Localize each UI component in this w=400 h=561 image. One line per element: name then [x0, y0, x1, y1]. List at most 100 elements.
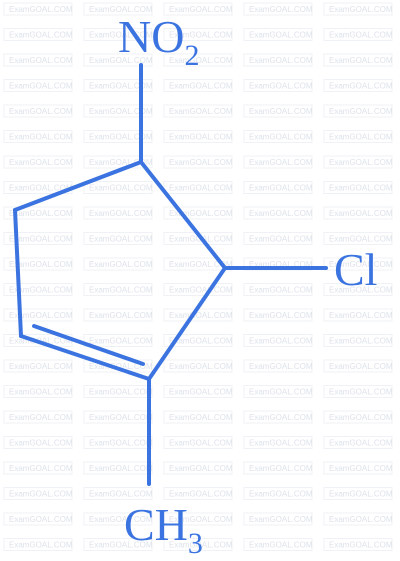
watermark-text: ExamGOAL.COM — [249, 5, 313, 14]
watermark-text: ExamGOAL.COM — [329, 158, 393, 167]
watermark-tile — [323, 436, 393, 449]
watermark-text: ExamGOAL.COM — [9, 133, 73, 142]
watermark-text: ExamGOAL.COM — [169, 107, 233, 116]
watermark-tile — [83, 206, 153, 220]
nitro-main: NO — [118, 11, 184, 62]
watermark-tile — [3, 28, 73, 41]
watermark-tile — [323, 232, 393, 245]
watermark-text: ExamGOAL.COM — [249, 184, 313, 193]
bond-c1-c2 — [139, 160, 227, 270]
watermark-text: ExamGOAL.COM — [329, 337, 393, 346]
watermark-text: ExamGOAL.COM — [9, 490, 73, 499]
watermark-text: ExamGOAL.COM — [89, 541, 153, 550]
watermark-tile — [3, 232, 73, 245]
watermark-tile — [323, 283, 393, 296]
watermark-text: ExamGOAL.COM — [9, 515, 73, 524]
watermark-tile — [3, 487, 73, 500]
watermark-tile — [83, 79, 153, 92]
watermark-text: ExamGOAL.COM — [89, 5, 153, 14]
watermark-tile — [243, 308, 313, 322]
watermark-text: ExamGOAL.COM — [89, 439, 153, 448]
watermark-text: ExamGOAL.COM — [9, 82, 73, 91]
watermark-tile — [3, 130, 73, 143]
watermark-text: ExamGOAL.COM — [169, 413, 233, 422]
watermark-text: ExamGOAL.COM — [329, 31, 393, 40]
watermark-tile — [83, 410, 153, 424]
watermark-tile — [323, 257, 393, 271]
watermark-text: ExamGOAL.COM — [89, 235, 153, 244]
nitro-subscript: 2 — [184, 39, 199, 72]
watermark-tile — [163, 155, 233, 169]
watermark-tile — [3, 283, 73, 296]
watermark-text: ExamGOAL.COM — [9, 439, 73, 448]
methyl-main: CH — [124, 499, 188, 550]
watermark-tile — [323, 181, 393, 194]
watermark-text: ExamGOAL.COM — [329, 490, 393, 499]
watermark-text: ExamGOAL.COM — [169, 5, 233, 14]
watermark-tile — [3, 257, 73, 271]
watermark-tile — [243, 104, 313, 118]
watermark-tile — [243, 487, 313, 500]
watermark-text: ExamGOAL.COM — [89, 337, 153, 346]
watermark-text: ExamGOAL.COM — [9, 286, 73, 295]
watermark-text: ExamGOAL.COM — [169, 490, 233, 499]
watermark-tile — [163, 257, 233, 271]
watermark-tile — [243, 232, 313, 245]
watermark-tile — [243, 130, 313, 143]
watermark-tile — [323, 104, 393, 118]
watermark-tile — [3, 410, 73, 424]
watermark-tile — [243, 79, 313, 92]
watermark-text: ExamGOAL.COM — [169, 515, 233, 524]
watermark-text: ExamGOAL.COM — [9, 311, 73, 320]
watermark-tile — [3, 308, 73, 322]
watermark-text: ExamGOAL.COM — [329, 413, 393, 422]
watermark-text: ExamGOAL.COM — [169, 464, 233, 473]
watermark-tile — [323, 359, 393, 373]
watermark-text: ExamGOAL.COM — [249, 388, 313, 397]
watermark-text: ExamGOAL.COM — [169, 362, 233, 371]
watermark-text: ExamGOAL.COM — [329, 286, 393, 295]
watermark-text: ExamGOAL.COM — [249, 311, 313, 320]
watermark-text: ExamGOAL.COM — [169, 337, 233, 346]
watermark-text: ExamGOAL.COM — [169, 56, 233, 65]
watermark-tile — [83, 538, 153, 551]
watermark-tile — [163, 436, 233, 449]
watermark-layer: ExamGOAL.COM ExamGOAL.COM ExamGOAL.COM Exam… — [3, 2, 393, 551]
watermark-tile — [83, 104, 153, 118]
watermark-text: ExamGOAL.COM — [329, 311, 393, 320]
watermark-text: ExamGOAL.COM — [9, 235, 73, 244]
watermark-text: ExamGOAL.COM — [169, 82, 233, 91]
watermark-text: ExamGOAL.COM — [89, 413, 153, 422]
watermark-tile — [323, 487, 393, 500]
watermark-tile — [163, 487, 233, 500]
watermark-tile — [163, 28, 233, 41]
watermark-tile — [163, 130, 233, 143]
watermark-tile — [243, 410, 313, 424]
chloro-label: Cl — [334, 244, 377, 295]
watermark-text: ExamGOAL.COM — [249, 209, 313, 218]
watermark-tile — [83, 28, 153, 41]
watermark-tile — [163, 2, 233, 16]
watermark-tile — [3, 155, 73, 169]
watermark-text: ExamGOAL.COM — [169, 439, 233, 448]
watermark-tile — [83, 359, 153, 373]
watermark-text: ExamGOAL.COM — [9, 260, 73, 269]
watermark-text: ExamGOAL.COM — [9, 413, 73, 422]
watermark-text: ExamGOAL.COM — [9, 541, 73, 550]
watermark-text: ExamGOAL.COM — [249, 56, 313, 65]
watermark-text: ExamGOAL.COM — [89, 209, 153, 218]
watermark-tile — [83, 130, 153, 143]
watermark-text: ExamGOAL.COM — [329, 107, 393, 116]
watermark-tile — [243, 206, 313, 220]
watermark-tile — [3, 104, 73, 118]
watermark-text: ExamGOAL.COM — [329, 388, 393, 397]
watermark-text: ExamGOAL.COM — [169, 184, 233, 193]
watermark-tile — [83, 487, 153, 500]
watermark-tile — [323, 130, 393, 143]
watermark-tile — [3, 359, 73, 373]
watermark-text: ExamGOAL.COM — [169, 388, 233, 397]
watermark-text: ExamGOAL.COM — [9, 464, 73, 473]
watermark-tile — [243, 155, 313, 169]
watermark-text: ExamGOAL.COM — [329, 464, 393, 473]
watermark-text: ExamGOAL.COM — [329, 209, 393, 218]
